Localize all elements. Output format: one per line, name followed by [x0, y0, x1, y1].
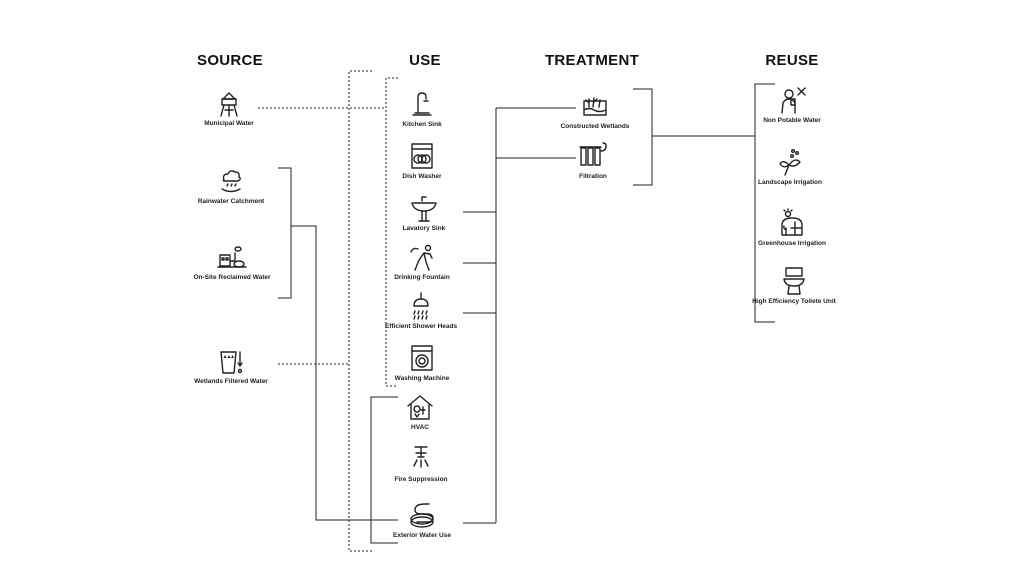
use-dish-washer: Dish Washer: [362, 141, 482, 180]
treatment-label: Constructed Wetlands: [560, 123, 630, 130]
reuse-greenhouse-irrigation: Greenhouse Irrigation: [732, 208, 852, 247]
source-label: Municipal Water: [204, 120, 254, 127]
use-label: Washing Machine: [394, 375, 450, 382]
use-label: Exterior Water Use: [393, 532, 451, 539]
use-label: Drinking Fountain: [394, 274, 450, 281]
use-label: Fire Suppression: [394, 476, 448, 483]
use-label: HVAC: [411, 424, 429, 431]
reuse-landscape-irrigation: Landscape Irrigation: [730, 147, 850, 186]
filter-icon: [579, 142, 607, 166]
reuse-label: Greenhouse Irrigation: [758, 240, 826, 247]
reuse-label: Non Potable Water: [763, 117, 821, 124]
use-efficient-shower-heads: Efficient Shower Heads: [361, 291, 481, 330]
washing-machine-icon: [411, 345, 433, 371]
connector-treatment-bracket: [633, 88, 653, 186]
wetland-bucket-icon: [220, 351, 243, 374]
use-hvac: HVAC: [360, 392, 480, 431]
toilet-icon: [783, 267, 805, 295]
plant-sprout-icon: [779, 149, 801, 176]
reuse-label: Landscape Irrigation: [758, 179, 822, 186]
use-exterior-water-use: Exterior Water Use: [362, 500, 482, 539]
header-use: USE: [409, 52, 441, 69]
use-label: Lavatory Sink: [402, 225, 446, 232]
greenhouse-icon: [781, 208, 803, 236]
faucet-icon: [412, 92, 432, 116]
reuse-non-potable-water: Non Potable Water: [732, 85, 852, 124]
use-label: Efficient Shower Heads: [384, 323, 458, 330]
use-washing-machine: Washing Machine: [362, 343, 482, 382]
treatment-filtration: Filtration: [533, 141, 653, 180]
connector-lower-use-bracket: [370, 396, 398, 544]
reclaim-plant-icon: [217, 246, 247, 268]
hose-icon: [410, 503, 434, 528]
treatment-label: Filtration: [579, 173, 607, 180]
header-reuse: REUSE: [765, 52, 819, 69]
header-treatment: TREATMENT: [544, 52, 640, 69]
no-drinking-icon: [781, 87, 806, 114]
source-label: Rainwater Catchment: [197, 198, 265, 205]
connector-inner-dotted-bracket: [385, 77, 398, 387]
use-drinking-fountain: Drinking Fountain: [362, 242, 482, 281]
reuse-high-efficiency-toilet: High Efficiency Toilete Unit: [734, 266, 854, 305]
treatment-constructed-wetlands: Constructed Wetlands: [535, 91, 655, 130]
connector-source-bracket: [278, 167, 292, 299]
connector-source-to-exterior: [291, 225, 398, 521]
use-label: Kitchen Sink: [402, 121, 442, 128]
sprinkler-icon: [413, 446, 429, 468]
shower-head-icon: [413, 292, 429, 320]
use-lavatory-sink: Lavatory Sink: [364, 193, 484, 232]
reuse-label: High Efficiency Toilete Unit: [752, 298, 836, 305]
source-municipal-water: Municipal Water: [169, 88, 289, 127]
lavatory-sink-icon: [411, 196, 437, 222]
water-tower-icon: [220, 92, 238, 117]
hvac-house-icon: [407, 395, 433, 420]
dishwasher-icon: [411, 143, 433, 169]
use-kitchen-sink: Kitchen Sink: [362, 89, 482, 128]
source-label: On-Site Reclaimed Water: [193, 274, 271, 281]
connector-reuse-bracket: [754, 83, 775, 323]
source-label: Wetlands Filtered Water: [194, 378, 268, 385]
source-rainwater-catchment: Rainwater Catchment: [171, 166, 291, 205]
header-source: SOURCE: [197, 52, 263, 69]
source-wetlands-filtered: Wetlands Filtered Water: [171, 346, 291, 385]
use-fire-suppression: Fire Suppression: [361, 444, 481, 483]
drinking-fountain-icon: [410, 244, 433, 271]
rain-cloud-icon: [221, 170, 241, 193]
wetland-plant-icon: [583, 97, 607, 116]
source-on-site-reclaimed: On-Site Reclaimed Water: [172, 242, 292, 281]
use-label: Dish Washer: [402, 173, 442, 180]
